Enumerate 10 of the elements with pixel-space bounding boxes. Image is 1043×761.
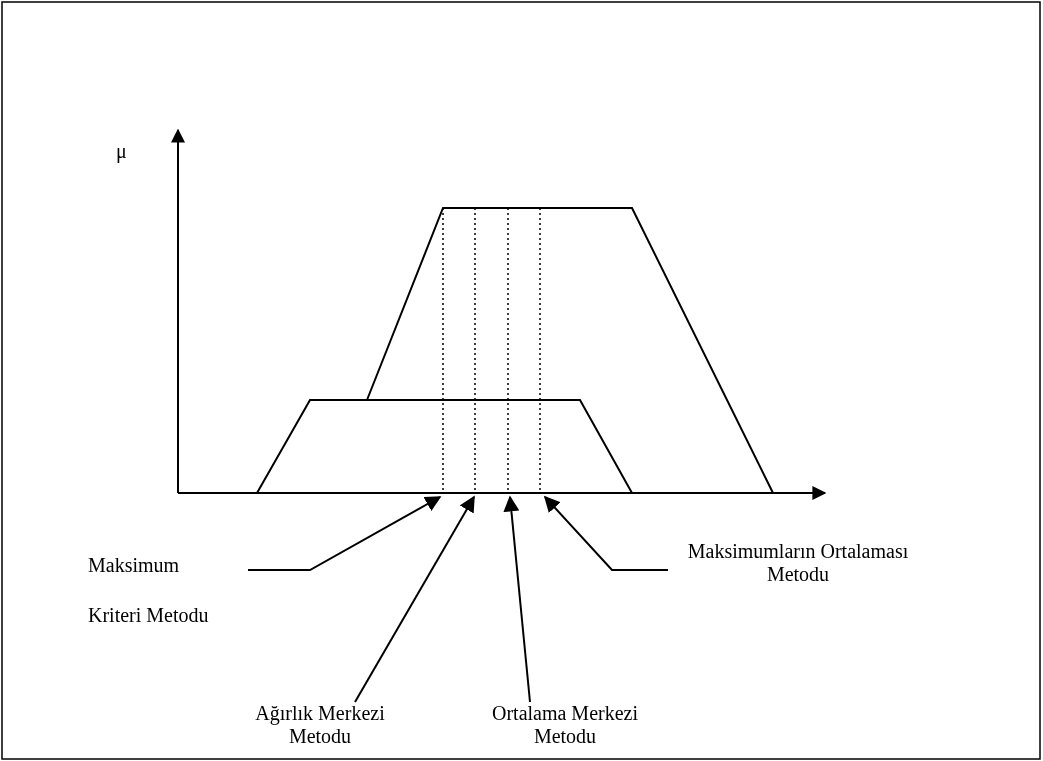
leader-arrow <box>354 495 475 703</box>
method-label: Maksimumların Ortalaması Metodu <box>668 540 928 586</box>
leader-arrow <box>543 495 669 571</box>
x-axis <box>177 486 827 500</box>
axis-label: μ <box>116 140 127 163</box>
method-label: Ağırlık Merkezi Metodu <box>245 702 395 748</box>
leader-arrow <box>503 495 531 703</box>
leader-arrow <box>247 496 442 571</box>
method-label: Maksimum Kriteri Metodu <box>88 540 248 640</box>
method-label: Ortalama Merkezi Metodu <box>490 702 640 748</box>
